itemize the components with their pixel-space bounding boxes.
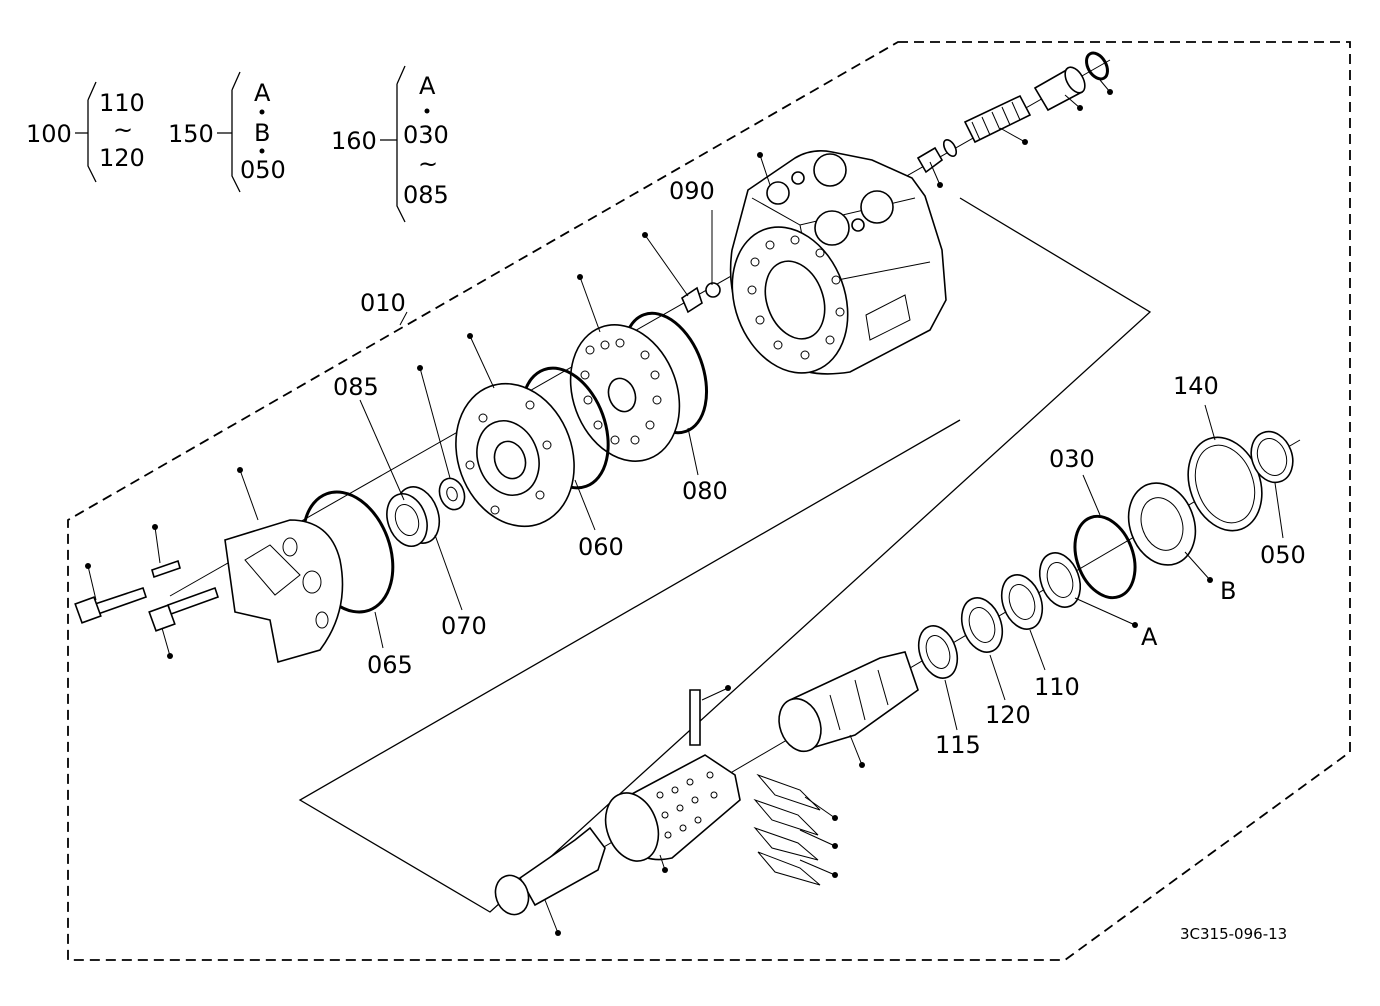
legend-160-label: 160 xyxy=(331,127,377,155)
end-cap xyxy=(224,519,344,664)
legend-150-member: 050 xyxy=(240,156,286,184)
ring-115 xyxy=(917,625,959,679)
legend-dot xyxy=(259,109,265,115)
label-120: 120 xyxy=(985,701,1031,729)
legend-100-member: 120 xyxy=(99,144,145,172)
legend-160-bracket xyxy=(380,65,406,223)
label-065: 065 xyxy=(367,651,413,679)
legend-100-label: 100 xyxy=(26,120,72,148)
label-b: B xyxy=(1220,577,1236,605)
legend-100-member: 110 xyxy=(99,89,145,117)
legend-150-member: B xyxy=(254,119,270,147)
legend-150-member: A xyxy=(254,79,271,107)
legend-160-member: ~ xyxy=(418,150,438,178)
label-050: 050 xyxy=(1260,541,1306,569)
valve-housing xyxy=(729,150,947,375)
label-080: 080 xyxy=(682,477,728,505)
legend-100-bracket xyxy=(75,81,97,183)
legend-150-label: 150 xyxy=(168,120,214,148)
legend-group-160: 160 A 030 ~ 085 xyxy=(331,65,449,223)
label-090: 090 xyxy=(669,177,715,205)
seal-050 xyxy=(1250,430,1294,484)
bolts-and-pins xyxy=(74,559,220,632)
legend-160-member: 085 xyxy=(403,181,449,209)
legend-group-100: 100 110 ~ 120 xyxy=(26,81,145,183)
subassembly-boundary xyxy=(298,197,1152,913)
check-ball-plug xyxy=(681,282,721,314)
gerotor-set xyxy=(455,382,575,528)
distributor-plate xyxy=(569,324,681,462)
label-030: 030 xyxy=(1049,445,1095,473)
legend: 100 110 ~ 120 150 A B 050 160 A 030 ~ 08… xyxy=(26,65,449,223)
label-060: 060 xyxy=(578,533,624,561)
legend-dot xyxy=(424,108,430,114)
part-labels: 010 090 085 080 060 070 065 140 030 050 … xyxy=(333,177,1306,759)
bearing-120 xyxy=(960,597,1004,653)
legend-160-member: 030 xyxy=(403,121,449,149)
label-070: 070 xyxy=(441,612,487,640)
drawing-reference-code: 3C315-096-13 xyxy=(1180,925,1287,943)
label-115: 115 xyxy=(935,731,981,759)
assembly-boundary-dashed xyxy=(67,41,1351,961)
legend-group-150: 150 A B 050 xyxy=(168,71,286,193)
legend-160-member: A xyxy=(419,72,436,100)
o-ring-030 xyxy=(1073,514,1137,600)
leader-dots xyxy=(85,89,1213,936)
seal-085 xyxy=(386,486,441,547)
label-110: 110 xyxy=(1034,673,1080,701)
label-a: A xyxy=(1141,623,1158,651)
label-140: 140 xyxy=(1173,372,1219,400)
legend-dot xyxy=(259,148,265,154)
label-010: 010 xyxy=(360,289,406,317)
legend-100-member: ~ xyxy=(113,116,133,144)
relief-valve-parts xyxy=(916,51,1109,174)
legend-150-bracket xyxy=(217,71,241,193)
washer-070 xyxy=(438,477,466,511)
label-085: 085 xyxy=(333,373,379,401)
spool-sleeve-assembly xyxy=(494,430,1294,916)
upper-assembly-axis xyxy=(169,59,1111,597)
